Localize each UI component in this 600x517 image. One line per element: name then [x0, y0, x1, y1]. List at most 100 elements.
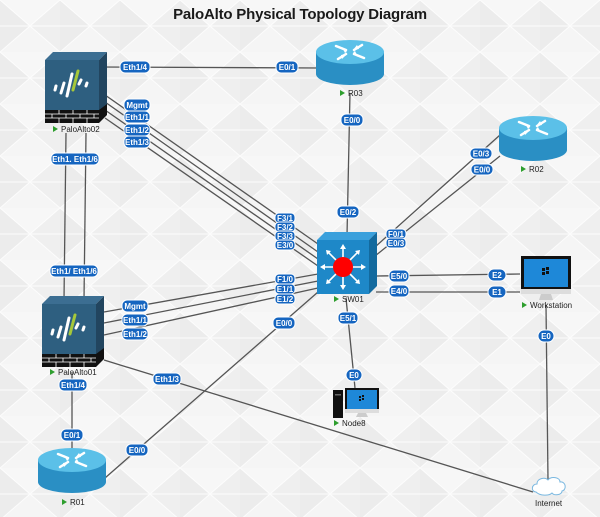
node-paloalto01[interactable]: PaloAlto01	[42, 296, 104, 377]
iface-label[interactable]: E2	[487, 268, 507, 282]
svg-text:Eth1/4: Eth1/4	[61, 381, 86, 390]
iface-label[interactable]: E1/2	[274, 293, 296, 305]
svg-text:Eth1/4: Eth1/4	[123, 63, 148, 72]
iface-label[interactable]: Eth1/3	[123, 135, 151, 149]
monitor-icon	[521, 256, 571, 300]
node-workstation[interactable]: Workstation	[521, 256, 572, 310]
svg-text:E1/2: E1/2	[277, 295, 294, 304]
status-running-icon	[334, 296, 339, 302]
svg-text:F0/1: F0/1	[388, 230, 405, 239]
iface-label[interactable]: Eth1/1	[121, 313, 149, 327]
iface-label[interactable]: E0/0	[470, 163, 494, 176]
node-r01[interactable]: R01	[38, 448, 106, 507]
status-running-icon	[53, 126, 58, 132]
node-label: R02	[529, 165, 544, 174]
iface-label[interactable]: E0/0	[125, 443, 149, 457]
node-label: PaloAlto02	[61, 125, 100, 134]
status-running-icon	[50, 369, 55, 375]
router-icon	[499, 116, 567, 161]
node-label: PaloAlto01	[58, 368, 97, 377]
svg-text:E1: E1	[492, 288, 502, 297]
node-label: Workstation	[530, 301, 572, 310]
svg-text:E0/1: E0/1	[64, 431, 81, 440]
iface-label[interactable]: E0/1	[275, 60, 299, 74]
router-icon	[38, 448, 106, 493]
node-sw01[interactable]: SW01	[317, 232, 377, 304]
node-label: Node8	[342, 419, 366, 428]
iface-label[interactable]: E0/3	[469, 147, 493, 160]
status-running-icon	[62, 499, 67, 505]
iface-label[interactable]: Eth1/2	[123, 123, 151, 137]
iface-label[interactable]: E5/1	[337, 311, 359, 325]
paloalto-firewall-icon	[45, 52, 107, 123]
svg-text:E0/1: E0/1	[279, 63, 296, 72]
iface-label[interactable]: E0/2	[336, 205, 360, 219]
iface-label[interactable]: E0/0	[272, 316, 296, 330]
iface-label[interactable]: E1/1	[274, 283, 296, 295]
node-r02[interactable]: R02	[499, 116, 567, 174]
svg-text:Eth1. Eth1/6: Eth1. Eth1/6	[52, 155, 98, 164]
iface-label[interactable]: Mgmt	[121, 299, 149, 313]
iface-label[interactable]: Eth1/1	[123, 110, 151, 124]
svg-text:E3/0: E3/0	[277, 241, 294, 250]
layer3-switch-icon	[317, 232, 377, 294]
svg-text:E0: E0	[541, 332, 551, 341]
svg-text:Eth1/2: Eth1/2	[123, 330, 148, 339]
iface-label[interactable]: Eth1/3	[152, 372, 182, 386]
node-label: SW01	[342, 295, 364, 304]
iface-label[interactable]: E0	[537, 329, 555, 343]
svg-text:E0/0: E0/0	[129, 446, 146, 455]
svg-text:Eth1/1: Eth1/1	[123, 316, 148, 325]
node-label: R03	[348, 89, 363, 98]
iface-label[interactable]: E5/0	[388, 269, 410, 283]
router-icon	[316, 40, 384, 85]
svg-text:E0/0: E0/0	[474, 166, 491, 175]
status-running-icon	[340, 90, 345, 96]
svg-text:Eth1/ Eth1/6: Eth1/ Eth1/6	[51, 267, 97, 276]
svg-text:E5/1: E5/1	[340, 314, 357, 323]
svg-text:Eth1/1: Eth1/1	[125, 113, 150, 122]
svg-text:E4/0: E4/0	[391, 287, 408, 296]
iface-label[interactable]: E0/0	[340, 113, 364, 127]
iface-label[interactable]: Eth1. Eth1/6	[50, 152, 100, 166]
status-running-icon	[521, 166, 526, 172]
svg-text:F3/3: F3/3	[277, 232, 294, 241]
node-internet[interactable]: Internet	[531, 477, 566, 508]
iface-label[interactable]: Eth1/2	[121, 327, 149, 341]
iface-label[interactable]: E0/3	[385, 237, 407, 249]
svg-text:F1/0: F1/0	[277, 275, 294, 284]
svg-text:E0/3: E0/3	[473, 150, 490, 159]
svg-text:E0/3: E0/3	[388, 239, 405, 248]
svg-text:F3/2: F3/2	[277, 223, 294, 232]
node-r03[interactable]: R03	[316, 40, 384, 98]
status-running-icon	[522, 302, 527, 308]
svg-text:Mgmt: Mgmt	[124, 302, 146, 311]
status-running-icon	[334, 420, 339, 426]
iface-label[interactable]: Eth1/4	[119, 60, 151, 74]
cloud-icon	[531, 477, 566, 496]
interface-labels: Eth1/4 E0/1 Mgmt Eth1/1 Eth1/2 Eth1/3 F3…	[49, 60, 555, 457]
iface-label[interactable]: Eth1/ Eth1/6	[49, 264, 99, 278]
node-node8[interactable]: Node8	[333, 388, 379, 428]
node-label: Internet	[535, 499, 563, 508]
svg-text:E0/2: E0/2	[340, 208, 357, 217]
iface-label[interactable]: E3/0	[274, 239, 296, 251]
iface-label[interactable]: F1/0	[274, 273, 296, 285]
svg-text:Eth1/3: Eth1/3	[125, 138, 150, 147]
svg-text:Eth1/2: Eth1/2	[125, 126, 150, 135]
iface-label[interactable]: E4/0	[388, 284, 410, 298]
iface-label[interactable]: Mgmt	[123, 98, 151, 112]
node-label: R01	[70, 498, 85, 507]
svg-text:F3/1: F3/1	[277, 214, 294, 223]
svg-text:E2: E2	[492, 271, 502, 280]
iface-label[interactable]: Eth1/4	[58, 378, 88, 392]
svg-text:Eth1/3: Eth1/3	[155, 375, 180, 384]
svg-text:Mgmt: Mgmt	[126, 101, 148, 110]
iface-label[interactable]: E0	[345, 368, 363, 382]
iface-label[interactable]: E1	[487, 285, 507, 299]
node-paloalto02[interactable]: PaloAlto02	[45, 52, 107, 134]
iface-label[interactable]: E0/1	[60, 428, 84, 442]
desktop-pc-icon	[333, 388, 379, 418]
svg-text:E0/0: E0/0	[276, 319, 293, 328]
